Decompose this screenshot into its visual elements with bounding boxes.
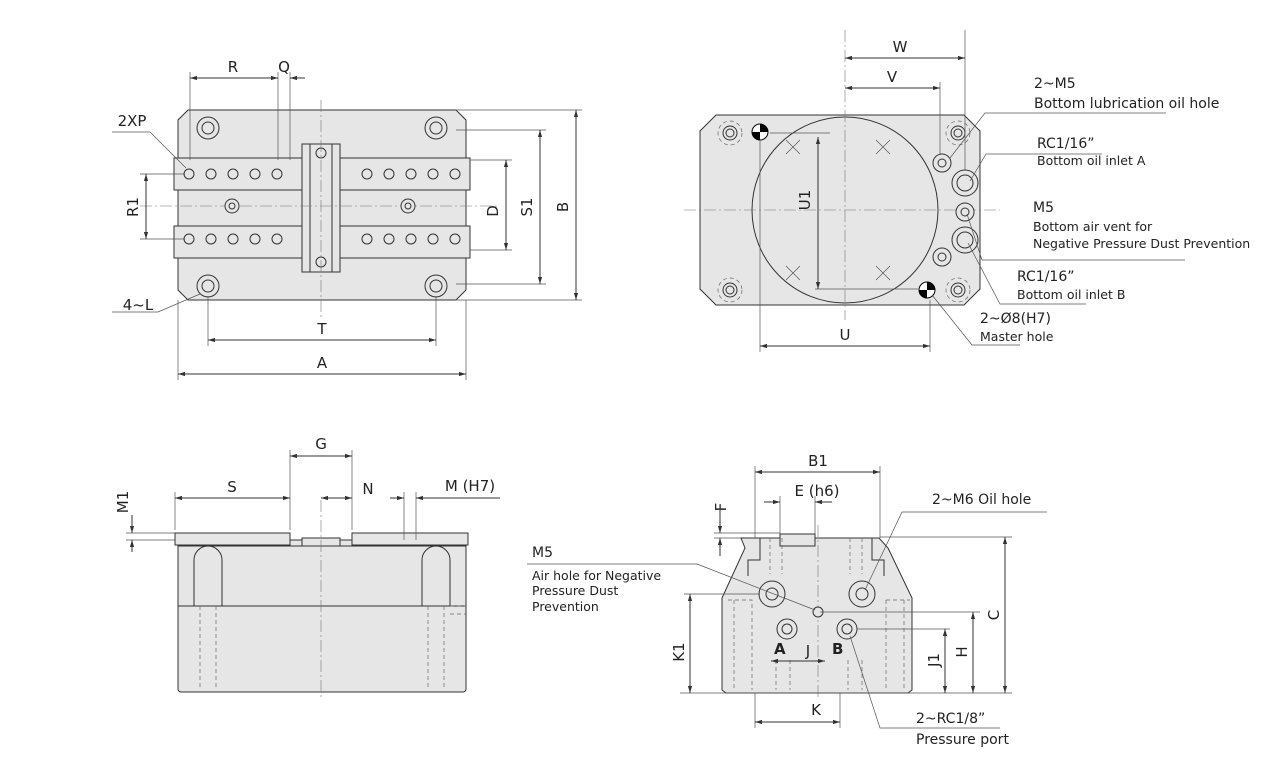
- label-4L: 4~L: [123, 296, 154, 314]
- front-jaws: [174, 532, 469, 546]
- callout-inlet-b-spec: RC1/16”: [1017, 269, 1075, 285]
- callout-vent-spec: M5: [1033, 200, 1054, 216]
- dim-K: K: [811, 701, 822, 719]
- mounting-holes: [196, 116, 448, 298]
- dim-J: J: [805, 642, 810, 660]
- callout-vent-desc2: Negative Pressure Dust Prevention: [1033, 236, 1250, 251]
- callout-air-desc3: Prevention: [532, 599, 599, 614]
- dim-T: T: [316, 320, 327, 338]
- dim-U1: U1: [796, 190, 814, 211]
- dim-M: M (H7): [445, 477, 495, 495]
- callout-master-desc: Master hole: [980, 329, 1054, 344]
- dim-F: F: [712, 503, 730, 512]
- bottom-corner-holes: [717, 120, 971, 303]
- dim-M1: M1: [114, 491, 132, 514]
- callout-air-spec: M5: [532, 545, 553, 561]
- dim-S: S: [227, 478, 237, 496]
- dim-D: D: [484, 205, 502, 217]
- dim-J1: J1: [925, 653, 943, 668]
- dim-S1: S1: [518, 197, 536, 216]
- dim-C: C: [985, 610, 1003, 620]
- dim-H: H: [953, 646, 971, 657]
- front-view: G S N M (H7) M1: [114, 435, 500, 700]
- jaw-rail-bottom-right: [339, 225, 471, 259]
- callout-master-spec: 2~Ø8(H7): [980, 311, 1051, 327]
- dim-N: N: [362, 480, 373, 498]
- dim-R: R: [228, 58, 238, 76]
- callout-air-desc2: Pressure Dust: [532, 583, 618, 598]
- callout-port-desc: Pressure port: [916, 732, 1009, 748]
- dim-B1: B1: [808, 452, 828, 470]
- label-2XP: 2XP: [118, 112, 147, 130]
- bottom-view: W V U1 U 2~M5 Bottom lubrication oil hol…: [684, 30, 1250, 352]
- dim-E: E (h6): [795, 482, 840, 500]
- master-hole-icon: [751, 123, 936, 299]
- callout-air-desc1: Air hole for Negative: [532, 568, 661, 583]
- port-label-A: A: [774, 640, 786, 658]
- callout-vent-desc1: Bottom air vent for: [1033, 219, 1153, 234]
- callout-inlet-a-desc: Bottom oil inlet A: [1037, 153, 1146, 168]
- dim-Q: Q: [278, 58, 290, 76]
- top-view: R Q 2XP R1 D S1 B 4~L T A: [112, 58, 582, 380]
- dim-A: A: [317, 354, 328, 372]
- callout-inlet-a-spec: RC1/16”: [1037, 136, 1095, 152]
- dim-K1: K1: [670, 642, 688, 661]
- callout-port-spec: 2~RC1/8”: [916, 711, 985, 727]
- dim-V: V: [887, 68, 898, 86]
- side-view: A B B1 E (h6) F C H J1 K1 J K 2~M6 Oil h…: [527, 452, 1047, 748]
- dim-W: W: [893, 38, 908, 56]
- dim-G: G: [315, 435, 327, 453]
- callout-lub-desc: Bottom lubrication oil hole: [1034, 96, 1219, 112]
- callout-inlet-b-desc: Bottom oil inlet B: [1017, 287, 1125, 302]
- dim-U: U: [840, 326, 851, 344]
- callout-oil-hole: 2~M6 Oil hole: [932, 492, 1031, 508]
- callout-lub-spec: 2~M5: [1034, 76, 1076, 92]
- dim-B: B: [554, 202, 572, 212]
- dim-R1: R1: [124, 197, 142, 217]
- port-label-B: B: [832, 640, 843, 658]
